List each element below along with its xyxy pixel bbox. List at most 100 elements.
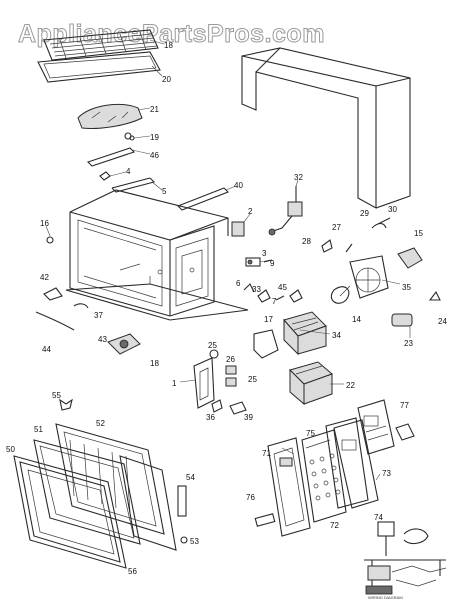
- callout-76: 76: [246, 493, 255, 502]
- part-2: [231, 221, 245, 237]
- heat-shield: [77, 103, 143, 129]
- callout-32: 32: [294, 173, 303, 182]
- callout-25-lower: 25: [248, 375, 257, 384]
- callout-16: 16: [40, 219, 49, 228]
- callout-22: 22: [346, 381, 355, 390]
- callout-29: 29: [360, 209, 369, 218]
- callout-30: 30: [388, 205, 397, 214]
- callout-labels: 18 20 21 19 46 4 5 40 2 32 27 28 29 30 1…: [6, 41, 447, 576]
- callout-15: 15: [414, 229, 423, 238]
- callout-56: 56: [128, 567, 137, 576]
- fan-blade-14: [330, 285, 351, 304]
- callout-20: 20: [162, 75, 171, 84]
- callout-7: 7: [272, 297, 277, 306]
- switches-25-26: [209, 349, 237, 387]
- callout-34: 34: [332, 331, 341, 340]
- part-24: [428, 290, 441, 301]
- callout-3: 3: [262, 249, 267, 258]
- door-screen-52: [55, 423, 165, 535]
- callout-5: 5: [162, 187, 167, 196]
- parts-6-33-7: [243, 283, 285, 303]
- callout-71: 71: [262, 449, 271, 458]
- callout-36: 36: [206, 413, 215, 422]
- callout-77: 77: [400, 401, 409, 410]
- callout-42: 42: [40, 273, 49, 282]
- door-outer-50: [13, 455, 127, 569]
- callout-37: 37: [94, 311, 103, 320]
- callout-43: 43: [98, 335, 107, 344]
- panel-frame-75: [325, 417, 369, 509]
- callout-25-top: 25: [208, 341, 217, 350]
- door-frame-51: [33, 439, 141, 545]
- wire-44: [35, 311, 75, 331]
- screw-53: [180, 536, 188, 544]
- main-chassis: [65, 189, 249, 321]
- callout-72: 72: [330, 521, 339, 530]
- wiring-diagram-illustration: WIRING DIAGRAM: [364, 521, 447, 600]
- grill-rack: [43, 29, 159, 61]
- leader-lines: [45, 39, 411, 481]
- callout-18-top: 18: [164, 41, 173, 50]
- outer-cabinet: [241, 47, 411, 209]
- rail-40: [177, 187, 229, 211]
- callout-4: 4: [126, 167, 131, 176]
- drip-tray: [37, 51, 161, 83]
- callout-26: 26: [226, 355, 235, 364]
- rail-5: [111, 177, 156, 193]
- callout-23: 23: [404, 339, 413, 348]
- callout-45: 45: [278, 283, 287, 292]
- part-45: [289, 289, 303, 303]
- callout-17: 17: [264, 315, 273, 324]
- callout-46: 46: [150, 151, 159, 160]
- callout-39: 39: [244, 413, 253, 422]
- callout-2: 2: [248, 207, 253, 216]
- callout-35: 35: [402, 283, 411, 292]
- callout-50: 50: [6, 445, 15, 454]
- part-55: [59, 398, 73, 411]
- part-15: [397, 247, 423, 269]
- transformer-22: [289, 361, 333, 406]
- callout-54: 54: [186, 473, 195, 482]
- wiring-plate-label: WIRING DIAGRAM: [368, 595, 403, 600]
- callout-28: 28: [302, 237, 311, 246]
- keypad-72: [301, 429, 347, 523]
- callout-18-lower: 18: [150, 359, 159, 368]
- motor-43: [107, 333, 141, 355]
- callout-75: 75: [306, 429, 315, 438]
- door-button-76: [254, 513, 276, 527]
- part-77: [395, 423, 415, 441]
- part-16: [46, 236, 54, 244]
- parts-27-28: [321, 239, 353, 253]
- part-37: [73, 303, 89, 309]
- support-bar-46: [86, 147, 136, 167]
- parts-36-39: [211, 399, 247, 415]
- callout-1: 1: [172, 379, 177, 388]
- callout-24: 24: [438, 317, 447, 326]
- callout-40: 40: [234, 181, 243, 190]
- callout-9: 9: [270, 259, 275, 268]
- callout-55: 55: [52, 391, 61, 400]
- fuse-plug-32: [268, 186, 303, 236]
- callout-52: 52: [96, 419, 105, 428]
- latch-1: [193, 357, 215, 409]
- callout-27: 27: [332, 223, 341, 232]
- watermark-text: AppliancePartsPros.com: [18, 20, 325, 48]
- callout-73: 73: [382, 469, 391, 478]
- callout-53: 53: [190, 537, 199, 546]
- callout-74: 74: [374, 513, 383, 522]
- door-choke-56: [119, 455, 177, 551]
- fan-housing-35: [349, 255, 389, 299]
- door-hinge-54: [177, 485, 187, 517]
- callout-19: 19: [150, 133, 159, 142]
- lead-9: [263, 259, 273, 263]
- transformer-34: [283, 311, 327, 356]
- callout-21: 21: [150, 105, 159, 114]
- circuit-board-73: [357, 399, 395, 455]
- callout-14: 14: [352, 315, 361, 324]
- callout-44: 44: [42, 345, 51, 354]
- capacitor-23: [391, 313, 413, 327]
- callout-33: 33: [252, 285, 261, 294]
- bracket-17: [253, 329, 279, 359]
